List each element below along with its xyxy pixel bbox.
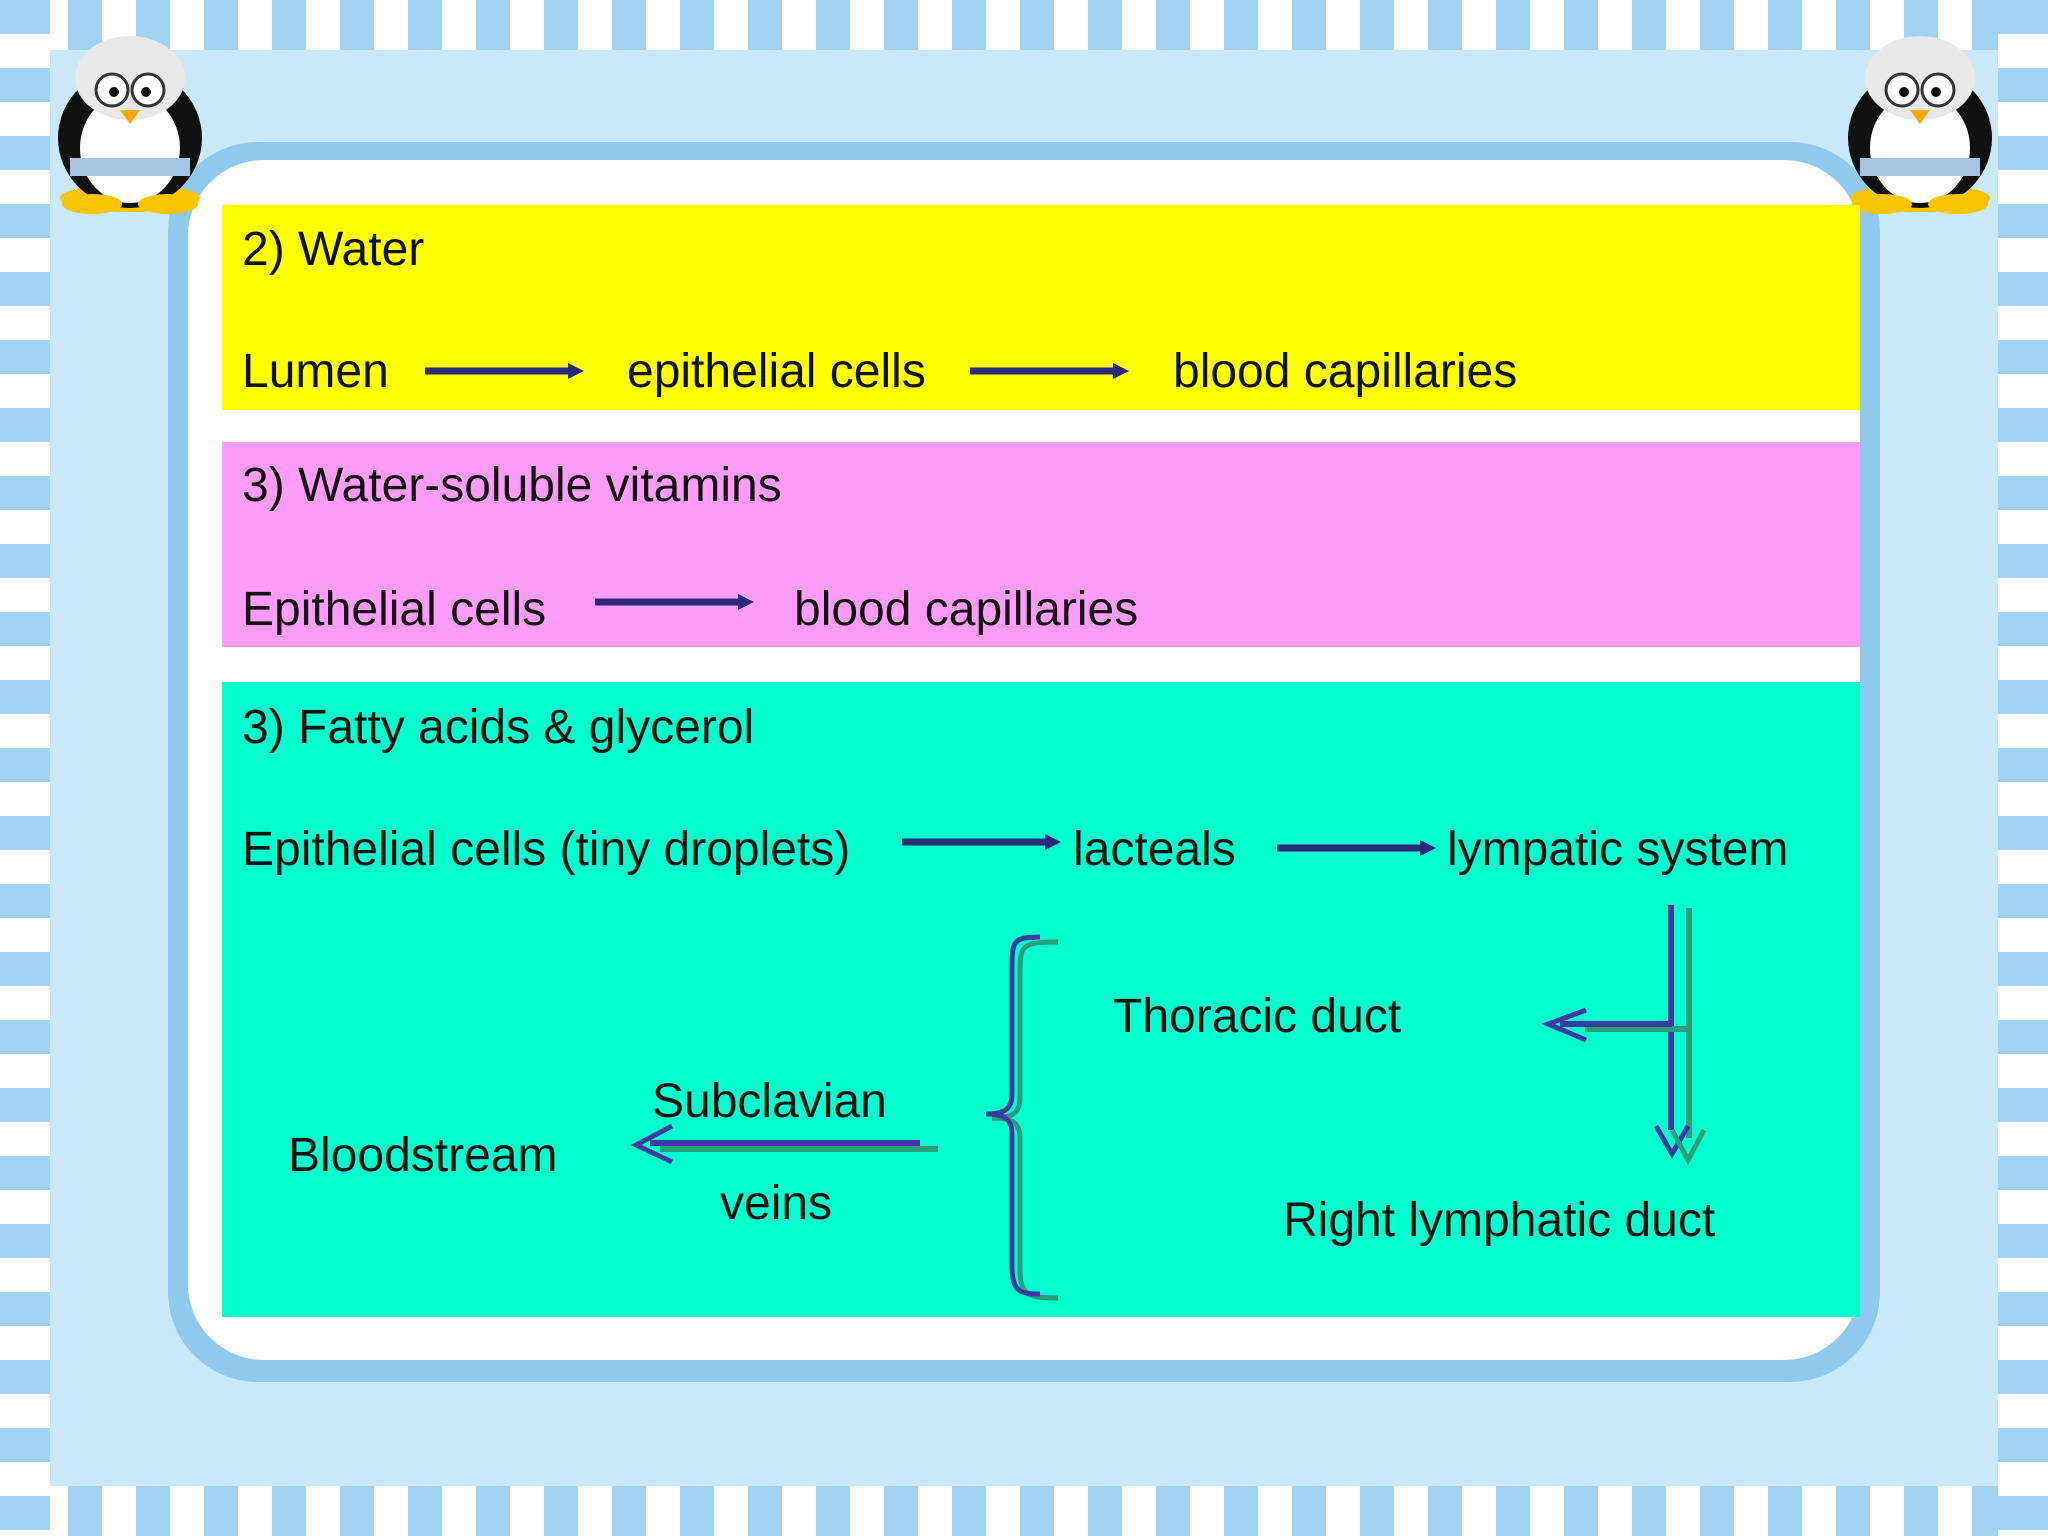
penguin-icon-left bbox=[58, 36, 202, 214]
lymph-split-connector bbox=[1541, 905, 1707, 1166]
penguin-icon-right bbox=[1848, 36, 1992, 214]
checkered-border-top bbox=[0, 0, 2048, 50]
vitamins-flow-step-1: Epithelial cells bbox=[242, 583, 547, 636]
fats-flow-step-3: lympatic system bbox=[1447, 823, 1789, 876]
fats-flow-step-2: lacteals bbox=[1073, 823, 1236, 876]
checkered-border-bottom bbox=[0, 1486, 2048, 1536]
veins-label: veins bbox=[720, 1177, 833, 1230]
subclavian-label: Subclavian bbox=[652, 1075, 887, 1128]
vitamins-section bbox=[222, 442, 1860, 647]
water-heading: 2) Water bbox=[242, 223, 425, 276]
arrow-right-icon bbox=[1277, 840, 1436, 856]
arrow-right-icon bbox=[595, 594, 754, 610]
bloodstream-label: Bloodstream bbox=[288, 1129, 558, 1182]
water-flow-step-1: Lumen bbox=[242, 345, 389, 398]
arrow-right-icon bbox=[970, 363, 1129, 379]
water-flow-step-2: epithelial cells bbox=[627, 345, 926, 398]
fats-flow-step-1: Epithelial cells (tiny droplets) bbox=[242, 823, 851, 876]
arrow-right-icon bbox=[902, 834, 1061, 850]
arrow-right-icon bbox=[425, 363, 584, 379]
right-lymphatic-duct-label: Right lymphatic duct bbox=[1283, 1194, 1716, 1247]
arrow-left-icon bbox=[630, 1123, 938, 1165]
water-flow-step-3: blood capillaries bbox=[1173, 345, 1518, 398]
thoracic-duct-label: Thoracic duct bbox=[1113, 990, 1402, 1043]
fats-heading: 3) Fatty acids & glycerol bbox=[242, 701, 755, 754]
fats-section bbox=[222, 682, 1860, 1317]
group-bracket bbox=[985, 934, 1059, 1301]
checkered-border-right bbox=[1998, 0, 2048, 1536]
vitamins-heading: 3) Water-soluble vitamins bbox=[242, 459, 782, 512]
water-section bbox=[222, 205, 1860, 410]
vitamins-flow-step-2: blood capillaries bbox=[794, 583, 1139, 636]
checkered-border-left bbox=[0, 0, 50, 1536]
